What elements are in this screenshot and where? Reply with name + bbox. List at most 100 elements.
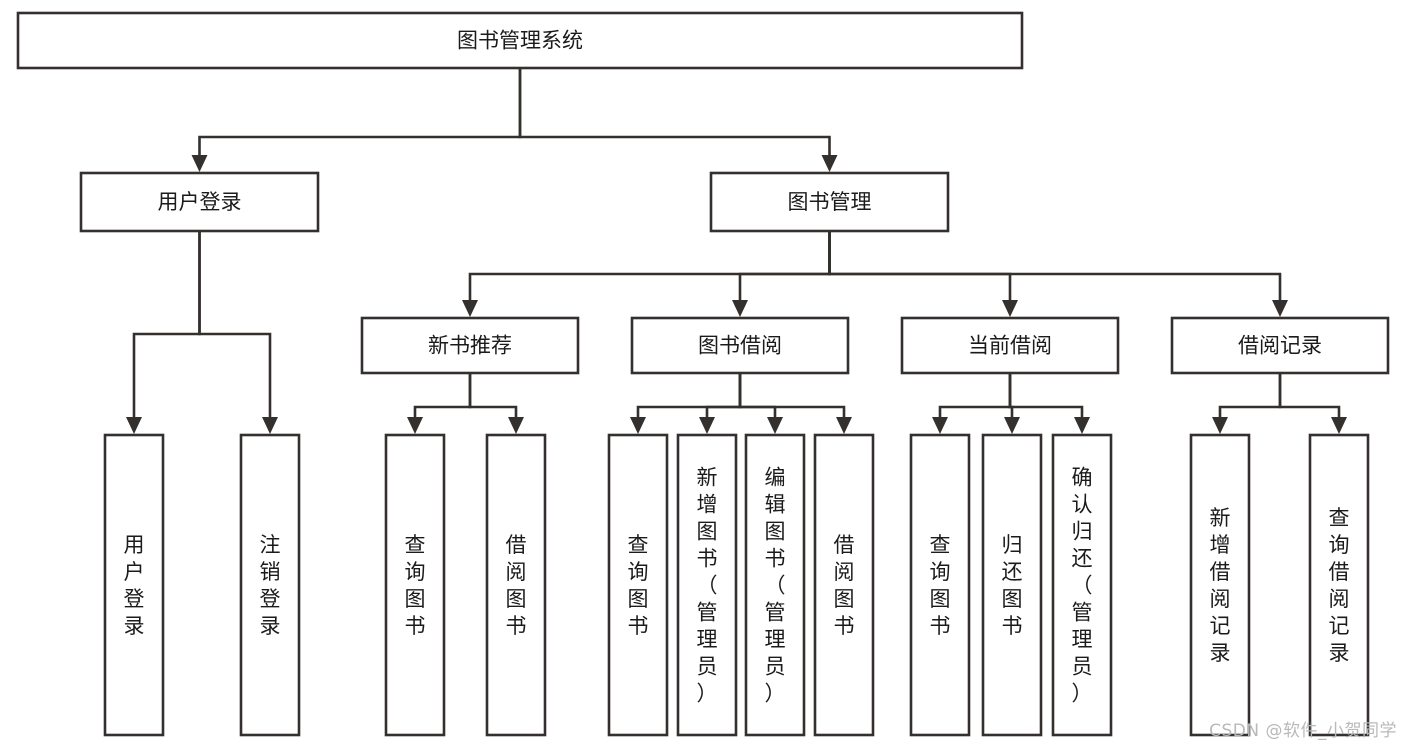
connector-book-management-to-borrow-records	[828, 231, 1288, 317]
node-label-leaf-query-borrow-record: 查询借阅记录	[1329, 506, 1350, 665]
arrow-head-icon	[191, 155, 208, 172]
node-leaf-query-book-borrow[interactable]: 查询图书	[607, 433, 669, 737]
node-label-leaf-query-book-current: 查询图书	[930, 533, 951, 638]
node-label-leaf-borrow-book: 借阅图书	[834, 533, 855, 638]
connector-user-login-to-leaf-user-login	[126, 231, 201, 434]
connector-current-borrow-to-leaf-confirm-return-admin	[1008, 373, 1090, 434]
node-label-leaf-add-book-admin: 新增图书（管理员）	[697, 466, 718, 706]
node-leaf-query-book-current[interactable]: 查询图书	[909, 433, 971, 737]
node-borrow-records[interactable]: 借阅记录	[1170, 316, 1390, 375]
node-root[interactable]: 图书管理系统	[16, 11, 1024, 70]
node-label-user-login: 用户登录	[158, 190, 242, 214]
connector-borrow-records-to-leaf-query-borrow-record	[1278, 373, 1347, 434]
node-current-borrow[interactable]: 当前借阅	[900, 316, 1120, 375]
node-box-leaf-return-book[interactable]	[981, 433, 1043, 737]
node-box-leaf-borrow-book-recommend[interactable]	[485, 433, 547, 737]
node-box-new-book-recommend[interactable]	[360, 316, 580, 375]
node-label-current-borrow: 当前借阅	[968, 334, 1052, 358]
node-box-leaf-edit-book-admin[interactable]	[744, 433, 806, 737]
node-box-user-login[interactable]	[79, 171, 320, 233]
connector-current-borrow-to-leaf-return-book	[1004, 373, 1020, 434]
node-leaf-user-login[interactable]: 用户登录	[103, 433, 165, 737]
node-leaf-return-book[interactable]: 归还图书	[981, 433, 1043, 737]
node-leaf-edit-book-admin[interactable]: 编辑图书（管理员）	[744, 433, 806, 737]
arrow-head-icon	[932, 417, 948, 434]
node-box-root[interactable]	[16, 11, 1024, 70]
arrow-head-icon	[126, 417, 142, 434]
arrow-head-icon	[1004, 417, 1020, 434]
node-box-leaf-add-borrow-record[interactable]	[1189, 433, 1251, 737]
arrow-head-icon	[767, 417, 783, 434]
arrow-head-icon	[1272, 300, 1288, 317]
node-label-leaf-query-book-borrow: 查询图书	[628, 533, 649, 638]
node-box-leaf-logout[interactable]	[239, 433, 301, 737]
csdn-watermark: CSDN @软件_小贺同学	[1209, 721, 1397, 741]
arrow-head-icon	[1074, 417, 1090, 434]
arrow-head-icon	[821, 155, 838, 172]
node-user-login[interactable]: 用户登录	[79, 171, 320, 233]
node-box-leaf-query-borrow-record[interactable]	[1308, 433, 1370, 737]
node-box-leaf-query-book-current[interactable]	[909, 433, 971, 737]
node-leaf-add-book-admin[interactable]: 新增图书（管理员）	[676, 433, 738, 737]
connector-book-borrow-to-leaf-edit-book-admin	[738, 373, 783, 434]
arrow-head-icon	[699, 417, 715, 434]
connector-root-to-user-login	[191, 68, 522, 172]
node-leaf-confirm-return-admin[interactable]: 确认归还（管理员）	[1051, 433, 1113, 737]
connector-book-borrow-to-leaf-add-book-admin	[699, 373, 742, 434]
node-box-leaf-user-login[interactable]	[103, 433, 165, 737]
node-leaf-add-borrow-record[interactable]: 新增借阅记录	[1189, 433, 1251, 737]
node-box-leaf-add-book-admin[interactable]	[676, 433, 738, 737]
arrow-head-icon	[262, 417, 278, 434]
node-leaf-logout[interactable]: 注销登录	[239, 433, 301, 737]
node-label-leaf-return-book: 归还图书	[1002, 533, 1023, 638]
node-book-management[interactable]: 图书管理	[709, 171, 950, 233]
node-box-leaf-borrow-book[interactable]	[813, 433, 875, 737]
arrow-head-icon	[630, 417, 646, 434]
arrow-head-icon	[508, 417, 524, 434]
connector-new-book-recommend-to-leaf-borrow-book-recommend	[468, 373, 524, 434]
node-label-leaf-edit-book-admin: 编辑图书（管理员）	[765, 466, 786, 706]
connector-root-to-book-management	[518, 68, 838, 172]
connector-layer	[126, 68, 1347, 434]
node-box-current-borrow[interactable]	[900, 316, 1120, 375]
connector-new-book-recommend-to-leaf-query-book-recommend	[407, 373, 472, 434]
node-leaf-query-book-recommend[interactable]: 查询图书	[384, 433, 446, 737]
node-box-borrow-records[interactable]	[1170, 316, 1390, 375]
connector-book-borrow-to-leaf-borrow-book	[738, 373, 852, 434]
arrow-head-icon	[462, 300, 478, 317]
node-label-new-book-recommend: 新书推荐	[428, 334, 512, 358]
arrow-head-icon	[732, 300, 748, 317]
arrow-head-icon	[1212, 417, 1228, 434]
node-label-leaf-borrow-book-recommend: 借阅图书	[506, 533, 527, 638]
node-label-leaf-confirm-return-admin: 确认归还（管理员）	[1072, 466, 1093, 706]
connector-user-login-to-leaf-logout	[198, 231, 278, 434]
node-new-book-recommend[interactable]: 新书推荐	[360, 316, 580, 375]
node-box-book-management[interactable]	[709, 171, 950, 233]
node-label-leaf-user-login: 用户登录	[124, 533, 145, 638]
node-leaf-borrow-book-recommend[interactable]: 借阅图书	[485, 433, 547, 737]
node-label-book-borrow: 图书借阅	[698, 334, 782, 358]
arrow-head-icon	[836, 417, 852, 434]
connector-borrow-records-to-leaf-add-borrow-record	[1212, 373, 1282, 434]
node-box-leaf-query-book-borrow[interactable]	[607, 433, 669, 737]
connector-current-borrow-to-leaf-query-book-current	[932, 373, 1012, 434]
connector-book-management-to-book-borrow	[732, 231, 831, 317]
node-box-leaf-confirm-return-admin[interactable]	[1051, 433, 1113, 737]
node-label-borrow-records: 借阅记录	[1238, 334, 1322, 358]
node-book-borrow[interactable]: 图书借阅	[630, 316, 850, 375]
node-label-leaf-add-borrow-record: 新增借阅记录	[1210, 506, 1231, 665]
node-label-book-management: 图书管理	[788, 190, 872, 214]
node-box-book-borrow[interactable]	[630, 316, 850, 375]
arrow-head-icon	[1331, 417, 1347, 434]
node-label-leaf-query-book-recommend: 查询图书	[405, 533, 426, 638]
arrow-head-icon	[407, 417, 423, 434]
connector-book-borrow-to-leaf-query-book-borrow	[630, 373, 742, 434]
node-label-leaf-logout: 注销登录	[260, 533, 281, 638]
node-leaf-borrow-book[interactable]: 借阅图书	[813, 433, 875, 737]
node-box-leaf-query-book-recommend[interactable]	[384, 433, 446, 737]
node-leaf-query-borrow-record[interactable]: 查询借阅记录	[1308, 433, 1370, 737]
arrow-head-icon	[1002, 300, 1018, 317]
node-layer: 图书管理系统用户登录图书管理新书推荐图书借阅当前借阅借阅记录用户登录注销登录查询…	[16, 11, 1390, 737]
